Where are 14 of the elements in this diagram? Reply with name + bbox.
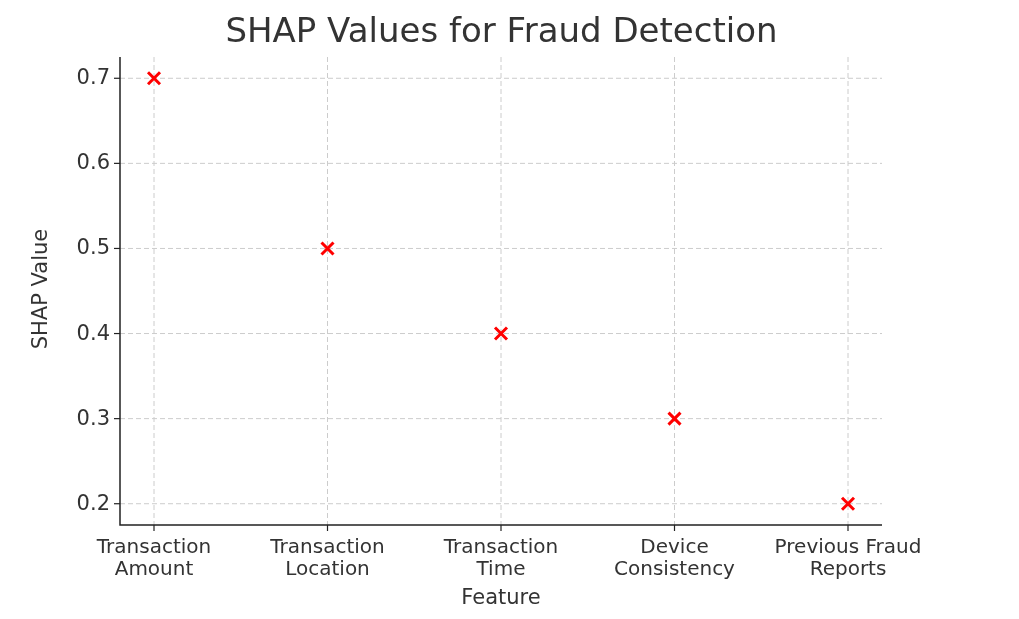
tick-label: Transaction Time [442, 535, 560, 579]
tick-label: 0.2 [76, 490, 110, 515]
tick-label: Previous Fraud Reports [773, 535, 923, 579]
axis-title: SHAP Value [28, 227, 52, 352]
tick-label: 0.6 [76, 150, 110, 175]
tick-label: Transaction Location [269, 535, 386, 579]
tick-label: Transaction Amount [95, 535, 213, 579]
tick-label: 0.5 [76, 235, 110, 260]
tick-label: 0.4 [76, 320, 110, 345]
tick-label: Device Consistency [613, 535, 736, 579]
tick-label: 0.3 [76, 405, 110, 430]
tick-label: 0.7 [76, 65, 110, 90]
axis-title: Feature [460, 585, 542, 609]
chart-title: SHAP Values for Fraud Detection [224, 10, 779, 50]
